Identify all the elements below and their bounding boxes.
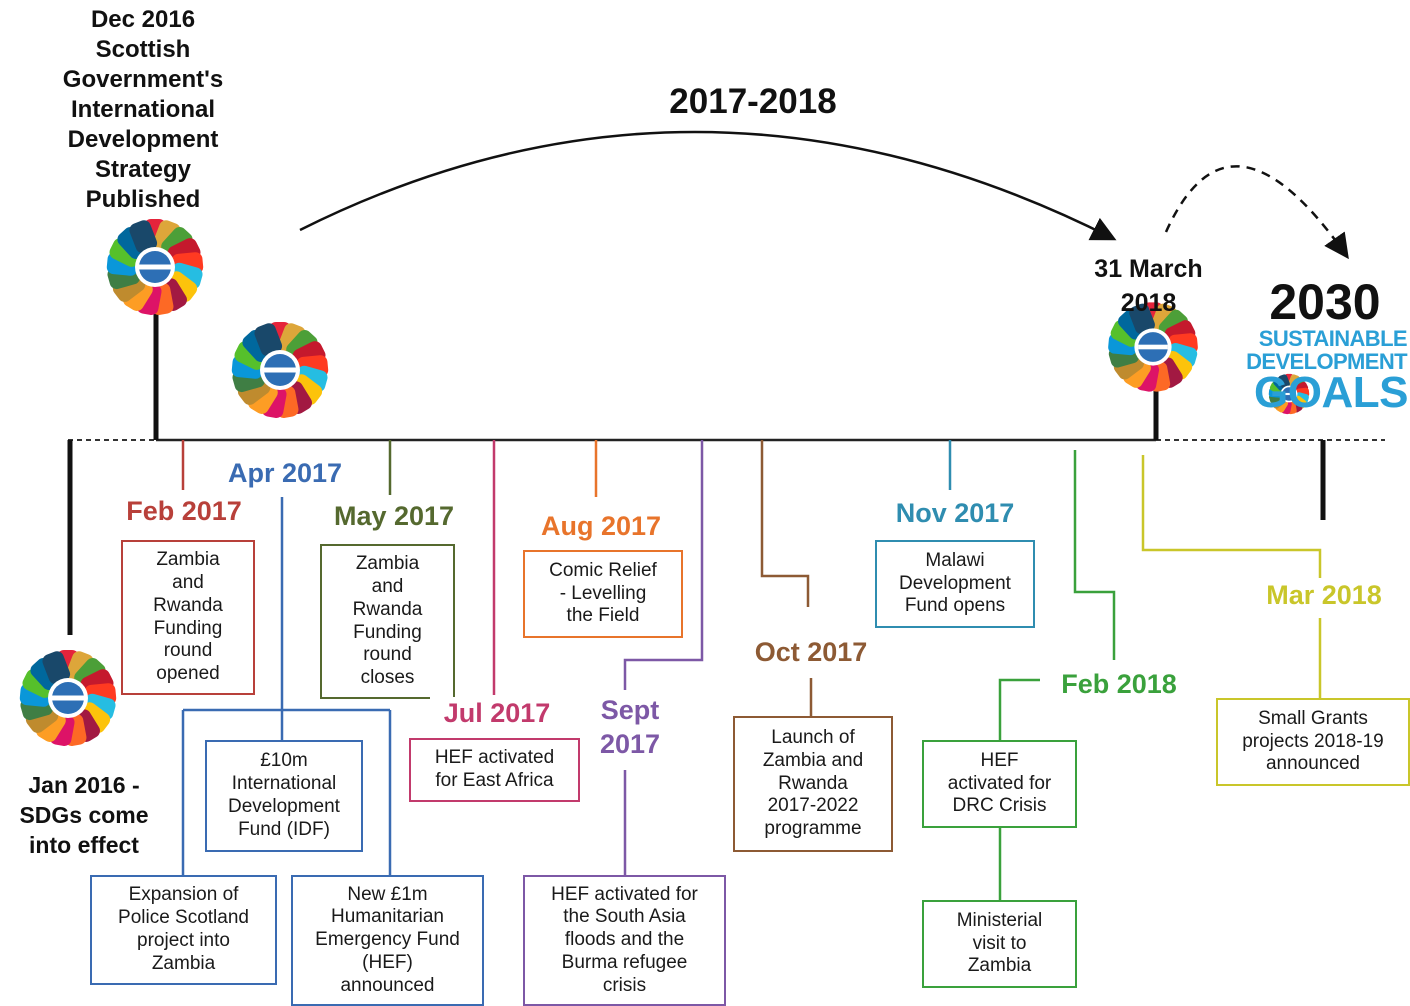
hef-announced-box: New £1m Humanitarian Emergency Fund (HEF…	[291, 875, 484, 1006]
span-label: 2017-2018	[669, 82, 837, 121]
mar2018-box: Small Grants projects 2018-19 announced	[1216, 698, 1410, 786]
sdg-line1: SUSTAINABLE	[1258, 326, 1408, 351]
oct2017-date: Oct 2017	[741, 636, 881, 670]
march2018-label: 31 March 2018	[1094, 255, 1203, 317]
oct2017-box: Launch of Zambia and Rwanda 2017-2022 pr…	[733, 716, 893, 852]
drc-box: HEF activated for DRC Crisis	[922, 740, 1077, 828]
aug2017-box: Comic Relief - Levelling the Field	[523, 550, 683, 638]
sept2017-box: HEF activated for the South Asia floods …	[523, 875, 726, 1006]
sept2017-date: Sept 2017	[580, 693, 680, 761]
sdg-wheel-jan2016	[19, 650, 117, 747]
jan2016-label: Jan 2016 - SDGs come into effect	[19, 772, 149, 858]
arc-arrow-2017-2018	[299, 130, 1117, 241]
sdg-year: 2030	[1269, 274, 1381, 330]
nov2017-box: Malawi Development Fund opens	[875, 540, 1035, 628]
jul2017-box: HEF activated for East Africa	[409, 738, 580, 802]
apr2017-date: Apr 2017	[215, 457, 355, 491]
feb2018-date: Feb 2018	[1045, 668, 1193, 702]
arc-arrow-2030	[1164, 165, 1349, 260]
nov2017-date: Nov 2017	[882, 497, 1028, 531]
dec2016-label: Dec 2016 Scottish Government's Internati…	[62, 6, 224, 213]
sdg-wheel-dec2016	[106, 219, 204, 316]
jul2017-date: Jul 2017	[430, 697, 564, 731]
may2017-box: Zambia and Rwanda Funding round closes	[320, 544, 455, 699]
may2017-date: May 2017	[320, 500, 468, 534]
mar2018-date: Mar 2018	[1250, 579, 1398, 613]
sdg-goals-wheel-o	[1268, 373, 1310, 415]
sdg-line3: GOALS	[1254, 368, 1408, 417]
idf-box: £10m International Development Fund (IDF…	[205, 740, 363, 852]
feb2017-date: Feb 2017	[117, 495, 251, 529]
ministerial-visit-box: Ministerial visit to Zambia	[922, 900, 1077, 988]
police-scotland-box: Expansion of Police Scotland project int…	[90, 875, 277, 985]
feb2017-box: Zambia and Rwanda Funding round opened	[121, 540, 255, 695]
sdg-wheel-2017	[231, 322, 329, 419]
sdg-wheel-march2018	[1108, 302, 1198, 392]
aug2017-date: Aug 2017	[527, 510, 675, 544]
sdg-line2: DEVELOPMENT	[1246, 349, 1407, 374]
